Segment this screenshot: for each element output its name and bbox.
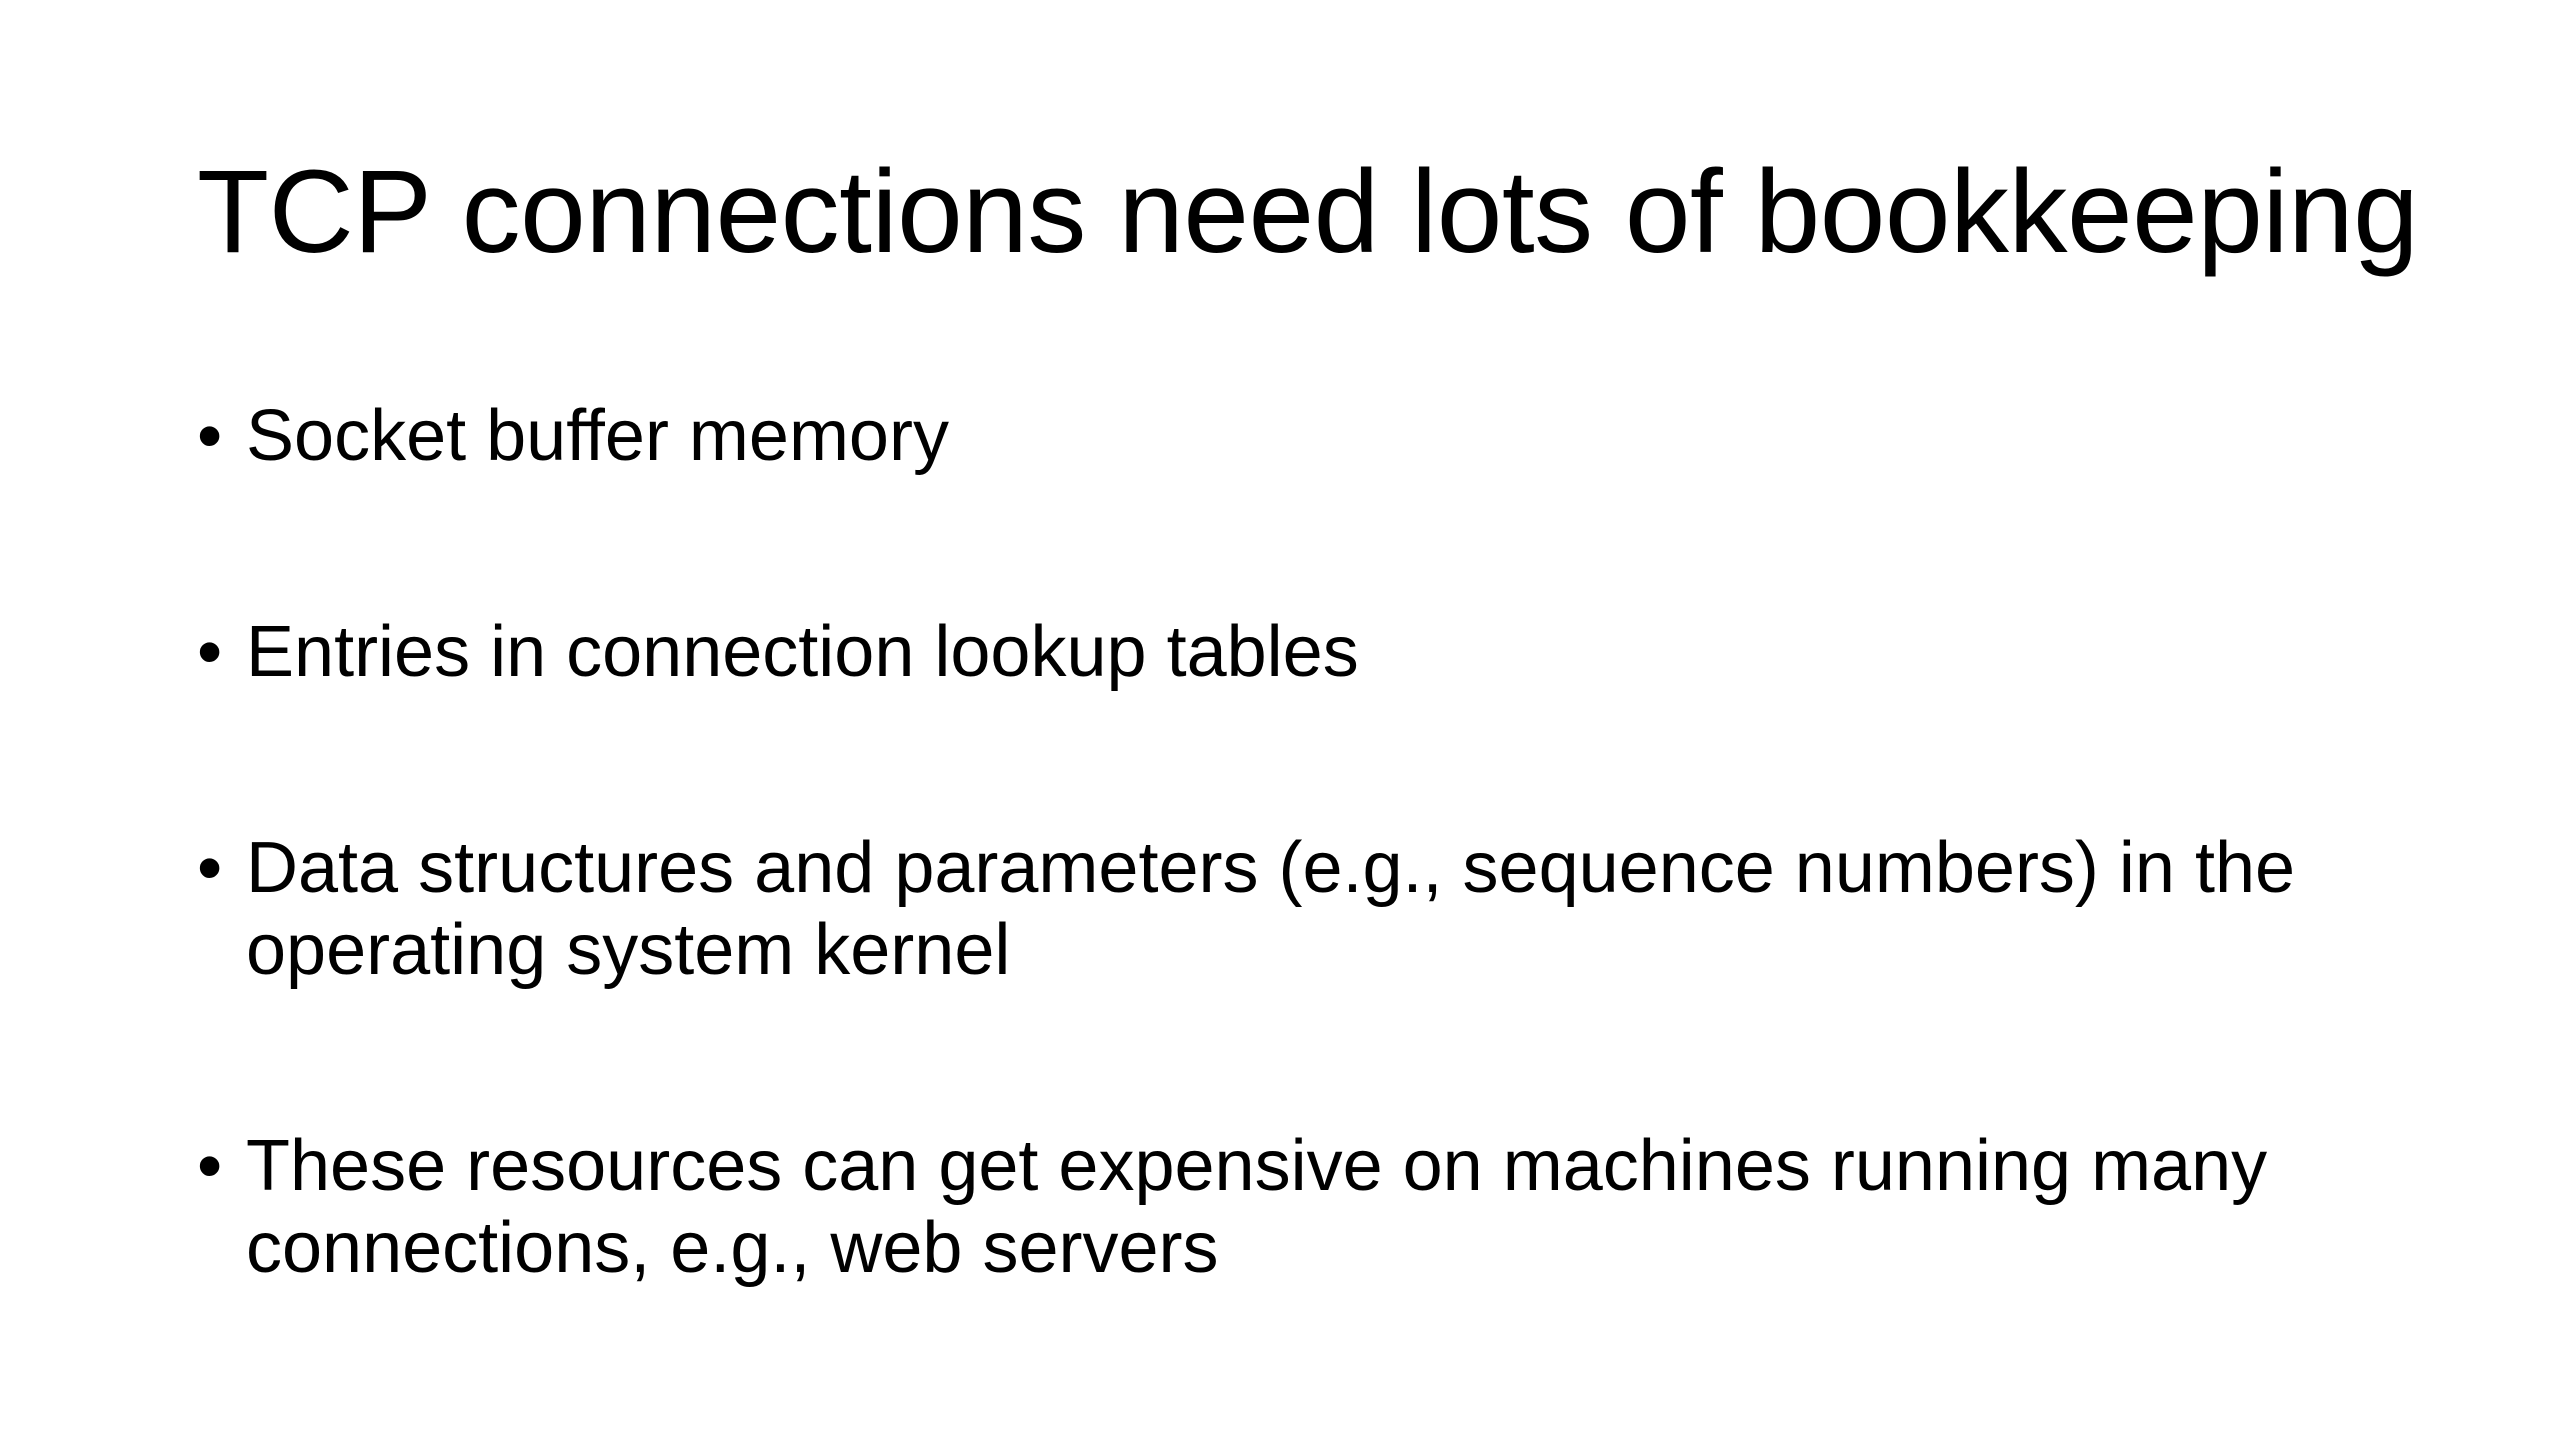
bullet-text: Data structures and parameters (e.g., se…	[246, 828, 2296, 990]
bullet-text: Entries in connection lookup tables	[246, 612, 1359, 692]
bullet-item: • These resources can get expensive on m…	[197, 1125, 2437, 1289]
slide-title: TCP connections need lots of bookkeeping	[197, 146, 2419, 278]
bullet-marker: •	[197, 1126, 223, 1206]
bullet-item: • Data structures and parameters (e.g., …	[197, 827, 2437, 991]
bullet-item: • Entries in connection lookup tables	[197, 611, 2437, 693]
bullet-list: • Socket buffer memory • Entries in conn…	[197, 395, 2437, 1423]
bullet-marker: •	[197, 612, 223, 692]
bullet-marker: •	[197, 396, 223, 476]
bullet-text: These resources can get expensive on mac…	[246, 1126, 2268, 1288]
bullet-marker: •	[197, 828, 223, 908]
bullet-text: Socket buffer memory	[246, 396, 949, 476]
bullet-item: • Socket buffer memory	[197, 395, 2437, 477]
